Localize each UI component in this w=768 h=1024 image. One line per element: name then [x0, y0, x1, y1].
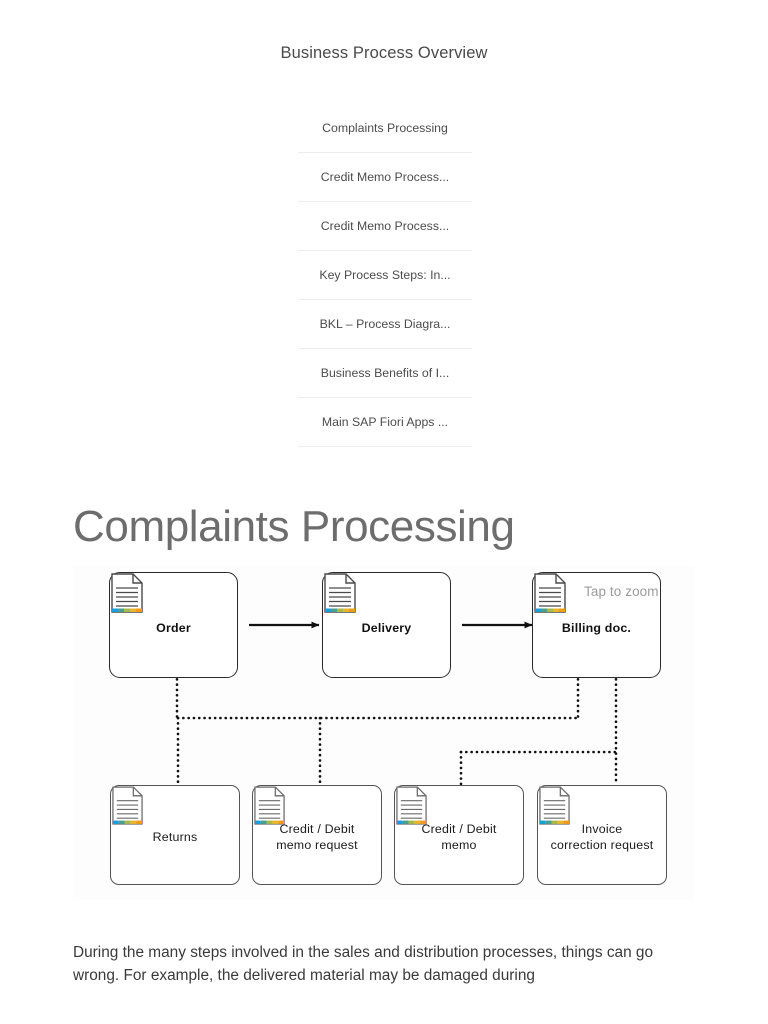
document-icon — [396, 786, 427, 825]
process-node-returns[interactable]: Returns — [110, 785, 240, 885]
process-node-credit-debit-memo-request[interactable]: Credit / Debit memo request — [252, 785, 382, 885]
process-node-credit-debit-memo[interactable]: Credit / Debit memo — [394, 785, 524, 885]
process-node-billing-doc[interactable]: Billing doc. — [532, 572, 661, 678]
document-icon — [539, 786, 570, 825]
toc-item-6[interactable]: Main SAP Fiori Apps ... — [298, 398, 472, 447]
document-icon — [534, 573, 566, 613]
process-node-delivery[interactable]: Delivery — [322, 572, 451, 678]
document-icon — [254, 786, 285, 825]
node-label: Invoice correction request — [550, 822, 654, 852]
toc-item-4[interactable]: BKL – Process Diagra... — [298, 300, 472, 349]
toc-item-1[interactable]: Credit Memo Process... — [298, 153, 472, 202]
document-icon — [324, 573, 356, 613]
diagram-connectors — [175, 621, 618, 787]
toc-item-2[interactable]: Credit Memo Process... — [298, 202, 472, 251]
table-of-contents: Complaints Processing Credit Memo Proces… — [298, 104, 472, 447]
node-label: Delivery — [361, 620, 412, 635]
document-icon — [112, 786, 143, 825]
body-paragraph: During the many steps involved in the sa… — [73, 944, 654, 985]
toc-item-3[interactable]: Key Process Steps: In... — [298, 251, 472, 300]
node-label: Returns — [152, 830, 198, 845]
page-title: Business Process Overview — [280, 44, 488, 62]
process-node-invoice-correction-request[interactable]: Invoice correction request — [537, 785, 667, 885]
node-label: Billing doc. — [561, 620, 632, 635]
toc-item-5[interactable]: Business Benefits of I... — [298, 349, 472, 398]
section-heading: Complaints Processing — [73, 502, 515, 551]
process-diagram[interactable]: Order Delivery — [73, 566, 694, 900]
node-label: Credit / Debit memo — [421, 822, 497, 852]
node-label: Credit / Debit memo request — [276, 822, 358, 852]
toc-item-0[interactable]: Complaints Processing — [298, 104, 472, 153]
tap-to-zoom-hint: Tap to zoom — [584, 584, 659, 599]
document-icon — [111, 573, 143, 613]
process-node-order[interactable]: Order — [109, 572, 238, 678]
node-label: Order — [156, 620, 191, 635]
